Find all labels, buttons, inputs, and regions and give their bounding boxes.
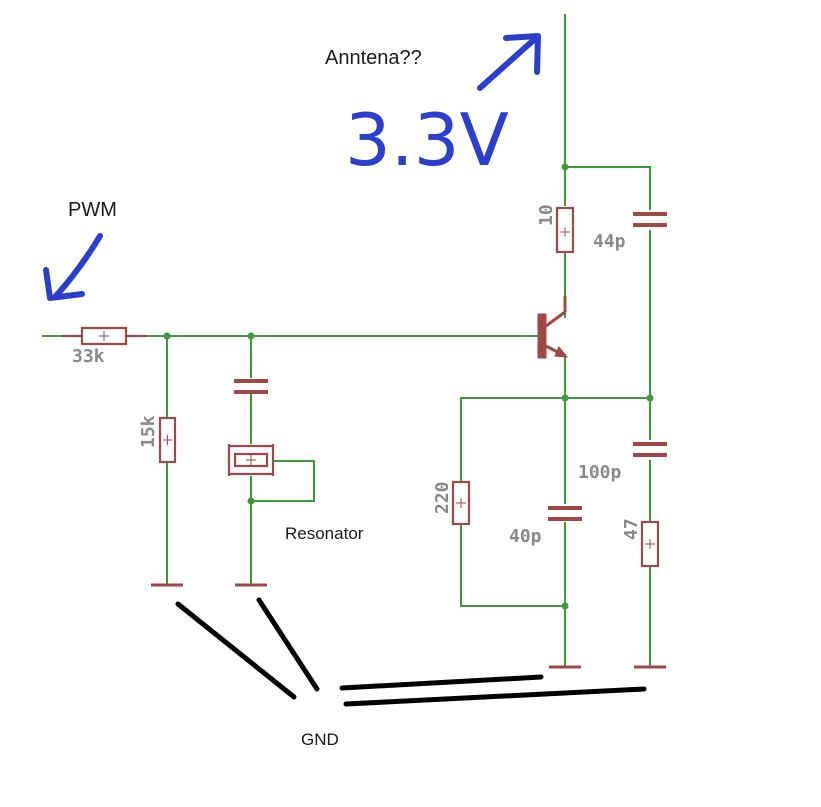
label-100p: 100p	[578, 462, 622, 483]
label-40p: 40p	[509, 526, 542, 547]
label-220: 220	[432, 481, 453, 514]
antenna-label: Anntena??	[325, 47, 422, 69]
label-15k: 15k	[138, 415, 159, 448]
label-44p: 44p	[593, 231, 626, 252]
pwm-label: PWM	[68, 199, 117, 221]
antenna-arrow-icon	[477, 33, 541, 91]
gnd-label: GND	[301, 730, 339, 749]
label-33k: 33k	[72, 346, 105, 367]
supply-voltage-label: 3.3V	[345, 98, 509, 182]
transistor-npn	[537, 296, 569, 359]
capacitor-44p	[633, 212, 667, 227]
capacitor-resonator	[234, 379, 268, 394]
ground-symbols	[151, 583, 666, 669]
label-47: 47	[621, 518, 642, 540]
capacitor-100p	[633, 442, 667, 457]
resonator-crystal	[227, 444, 275, 476]
resistor-33k	[62, 326, 146, 346]
resistor-47	[640, 520, 660, 568]
capacitor-40p	[548, 506, 582, 521]
resistor-15k	[158, 416, 177, 464]
resistor-10	[555, 206, 575, 254]
junctions	[163, 163, 654, 610]
pwm-arrow-icon	[43, 233, 103, 301]
gnd-pointer-lines	[175, 597, 647, 707]
resonator-label: Resonator	[285, 524, 364, 543]
wires	[42, 14, 651, 666]
label-10: 10	[536, 204, 557, 226]
resistor-220	[451, 480, 471, 526]
